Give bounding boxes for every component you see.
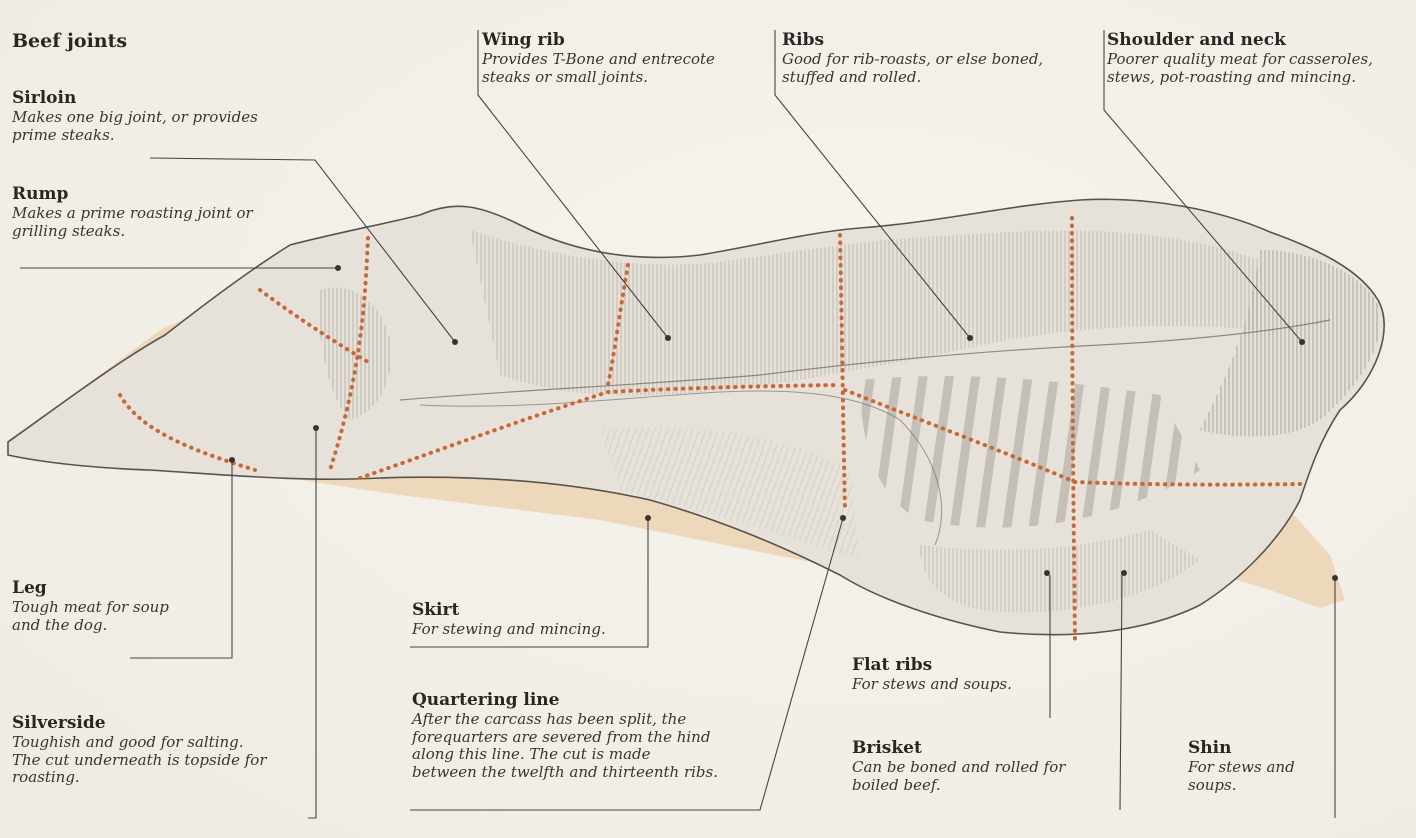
page-title: Beef joints [12,30,127,52]
dot-ribs [967,335,973,341]
dot-rump [335,265,341,271]
brisket-desc: Can be boned and rolled for boiled beef. [852,759,1112,794]
ribs-desc: Good for rib-roasts, or else boned, stuf… [782,51,1102,86]
label-silverside: Silverside Toughish and good for salting… [12,713,317,787]
rump-desc: Makes a prime roasting joint or grilling… [12,205,312,240]
dot-flat-ribs [1044,570,1050,576]
silverside-title: Silverside [12,713,317,733]
label-leg: Leg Tough meat for soup and the dog. [12,578,252,634]
shoulder-title: Shoulder and neck [1107,30,1407,50]
label-skirt: Skirt For stewing and mincing. [412,600,672,639]
wing-rib-title: Wing rib [482,30,772,50]
label-sirloin: Sirloin Makes one big joint, or provides… [12,88,312,144]
rump-title: Rump [12,184,312,204]
label-rump: Rump Makes a prime roasting joint or gri… [12,184,312,240]
dot-wingrib [665,335,671,341]
quartering-desc: After the carcass has been split, the fo… [412,711,772,782]
flat-ribs-title: Flat ribs [852,655,1062,675]
shin-title: Shin [1188,738,1328,758]
ribs-title: Ribs [782,30,1102,50]
label-ribs: Ribs Good for rib-roasts, or else boned,… [782,30,1102,86]
brisket-title: Brisket [852,738,1112,758]
leg-desc: Tough meat for soup and the dog. [12,599,252,634]
label-wing-rib: Wing rib Provides T-Bone and entrecote s… [482,30,772,86]
dot-sirloin [452,339,458,345]
skirt-title: Skirt [412,600,672,620]
dot-leg [229,457,235,463]
dot-shoulder [1299,339,1305,345]
label-quartering-line: Quartering line After the carcass has be… [412,690,772,782]
dot-skirt [645,515,651,521]
sirloin-desc: Makes one big joint, or provides prime s… [12,109,312,144]
label-brisket: Brisket Can be boned and rolled for boil… [852,738,1112,794]
label-flat-ribs: Flat ribs For stews and soups. [852,655,1062,694]
dot-brisket [1121,570,1127,576]
wing-rib-desc: Provides T-Bone and entrecote steaks or … [482,51,772,86]
skirt-desc: For stewing and mincing. [412,621,672,639]
quartering-title: Quartering line [412,690,772,710]
dot-quartering [840,515,846,521]
dot-shin [1332,575,1338,581]
shin-desc: For stews and soups. [1188,759,1328,794]
flat-ribs-desc: For stews and soups. [852,676,1062,694]
label-shin: Shin For stews and soups. [1188,738,1328,794]
sirloin-title: Sirloin [12,88,312,108]
label-shoulder-neck: Shoulder and neck Poorer quality meat fo… [1107,30,1407,86]
silverside-desc: Toughish and good for salting. The cut u… [12,734,317,787]
leg-title: Leg [12,578,252,598]
shoulder-desc: Poorer quality meat for casseroles, stew… [1107,51,1407,86]
dot-silverside [313,425,319,431]
